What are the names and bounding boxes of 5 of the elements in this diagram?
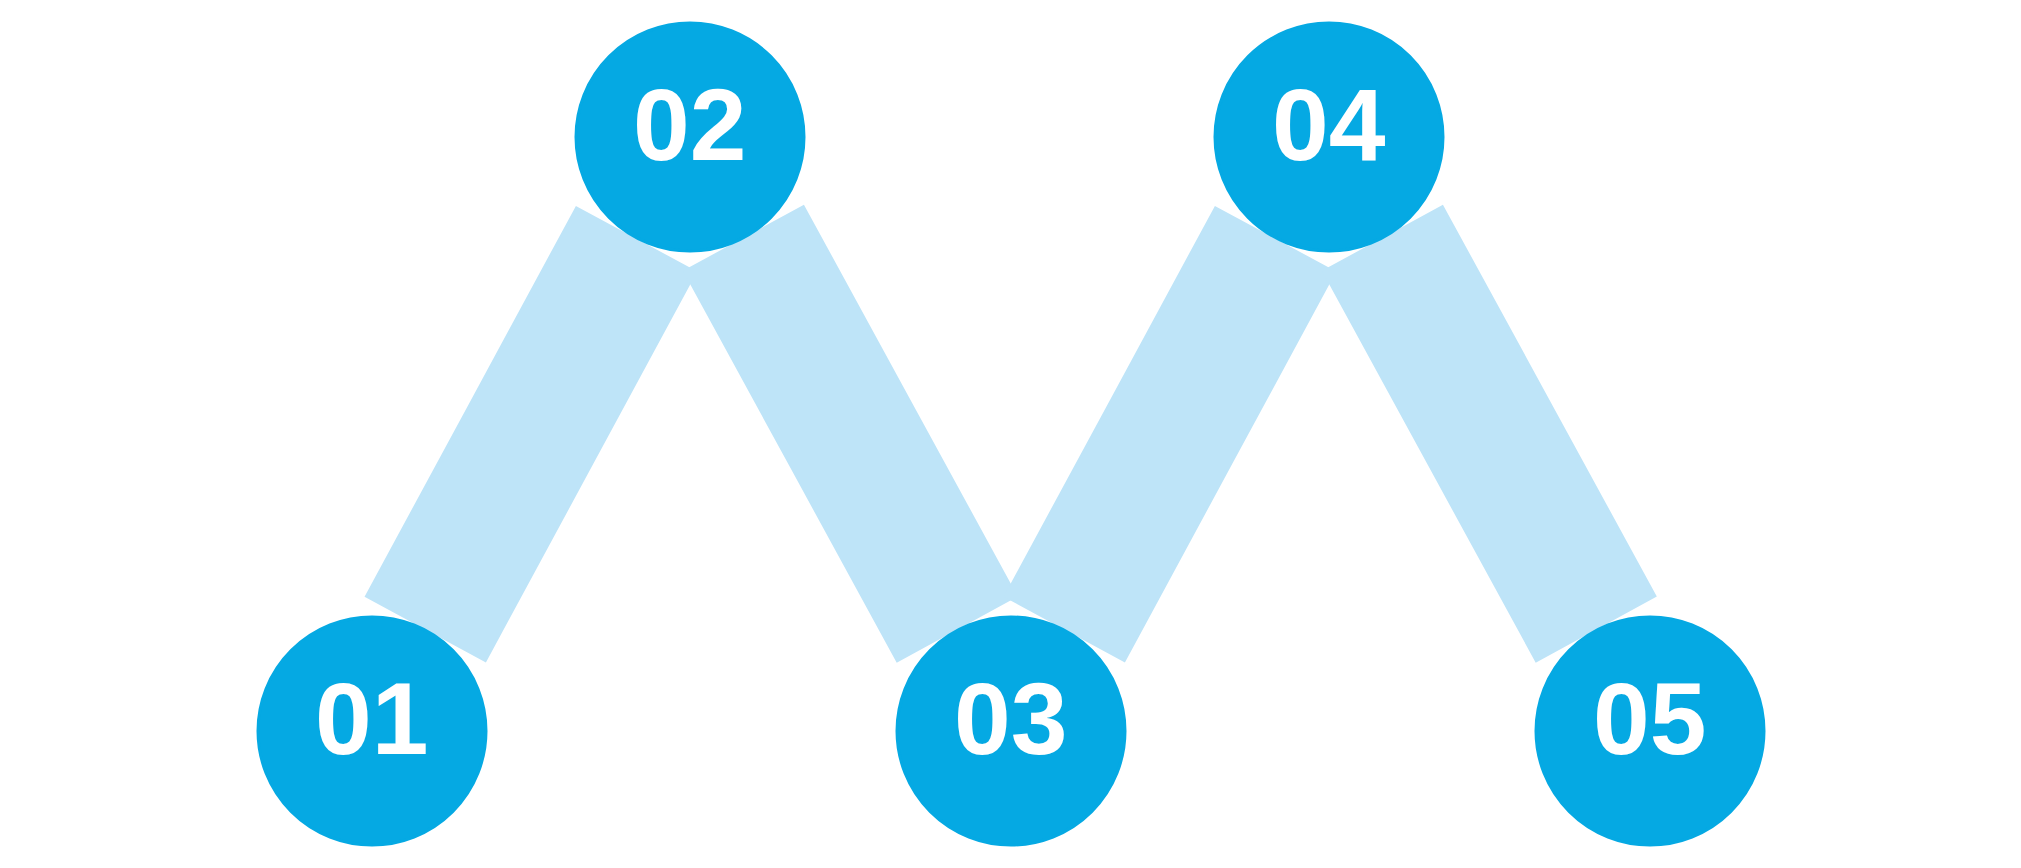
node-circle: 01 — [256, 615, 487, 847]
node-circle: 03 — [895, 615, 1126, 847]
node-circle: 05 — [1534, 615, 1765, 847]
node-circle: 04 — [1213, 21, 1444, 253]
node-circle: 02 — [574, 21, 805, 253]
